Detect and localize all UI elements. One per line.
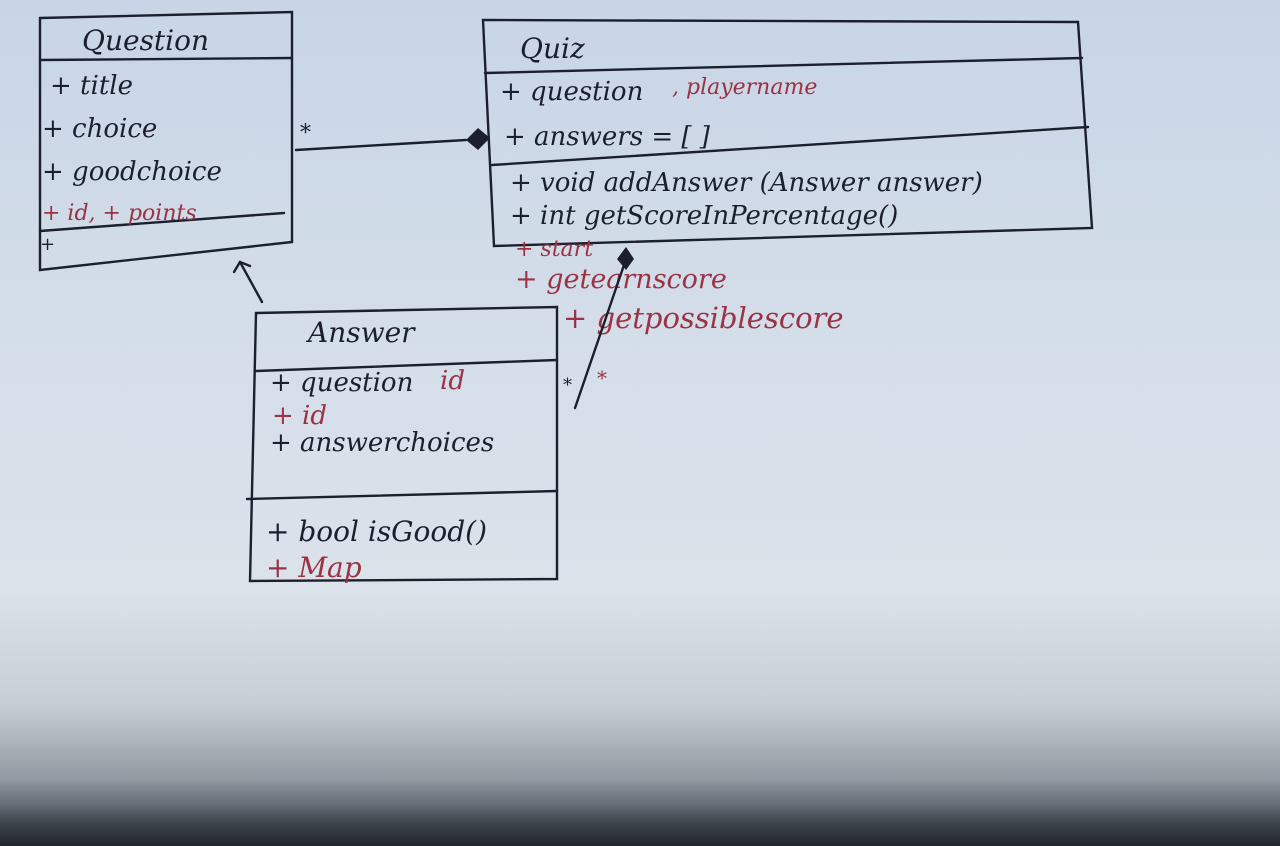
question-attributes-added: + id, + points <box>42 201 197 226</box>
quiz-answer-diamond <box>617 247 634 270</box>
answer-method-is-good: + bool isGood() <box>266 515 487 548</box>
question-quiz-composition: * <box>294 121 490 152</box>
question-methods-marker: + <box>40 234 55 255</box>
question-attribute-goodchoice: + goodchoice <box>42 157 222 187</box>
answer-attribute-answerchoices: + answerchoices <box>270 428 494 458</box>
answer-header-divider <box>254 358 559 373</box>
quiz-method-get-earn-score: + getearnscore <box>515 264 727 295</box>
quiz-composition-diamond <box>466 128 490 150</box>
answer-attribute-question: + question <box>270 368 413 398</box>
question-header-divider <box>38 56 294 62</box>
quiz-method-get-score: + int getScoreInPercentage() <box>510 201 898 231</box>
answer-question-arrow <box>232 260 264 304</box>
answer-class: Answer + question id + id + answerchoice… <box>245 305 559 584</box>
quiz-header-divider <box>483 56 1084 75</box>
quiz-answer-composition: * * <box>563 247 634 410</box>
quiz-answer-line <box>573 263 626 410</box>
answer-class-border <box>248 305 559 583</box>
quiz-class: Quiz + question , playername + answers =… <box>481 18 1094 335</box>
quiz-attribute-answers: + answers = [ ] <box>504 122 711 152</box>
quiz-method-start: + start <box>515 237 593 262</box>
question-class-name: Question <box>82 24 209 57</box>
answer-question-arrowhead <box>232 260 252 274</box>
question-quiz-multiplicity: * <box>300 121 311 146</box>
quiz-methods-divider <box>490 125 1090 167</box>
quiz-class-border <box>481 18 1094 248</box>
answer-class-name: Answer <box>305 316 416 349</box>
answer-attribute-question-id-suffix: id <box>440 366 465 396</box>
question-class-border <box>38 10 294 272</box>
question-quiz-line <box>294 138 468 152</box>
question-methods-divider <box>38 211 286 233</box>
quiz-class-name: Quiz <box>520 32 585 65</box>
quiz-attribute-playername: , playername <box>672 75 817 100</box>
quiz-method-add-answer: + void addAnswer (Answer answer) <box>510 168 983 198</box>
answer-method-map: + Map <box>266 551 362 584</box>
quiz-answer-note: * <box>597 366 607 390</box>
question-attribute-choice: + choice <box>42 114 157 144</box>
question-attribute-title: + title <box>50 71 133 101</box>
quiz-attribute-question: + question <box>500 77 643 107</box>
question-class: Question + title + choice + goodchoice +… <box>38 10 294 272</box>
answer-methods-divider <box>245 489 559 501</box>
answer-attribute-id: + id <box>272 401 327 431</box>
quiz-answer-multiplicity: * <box>563 375 572 396</box>
answer-question-line <box>238 260 264 304</box>
